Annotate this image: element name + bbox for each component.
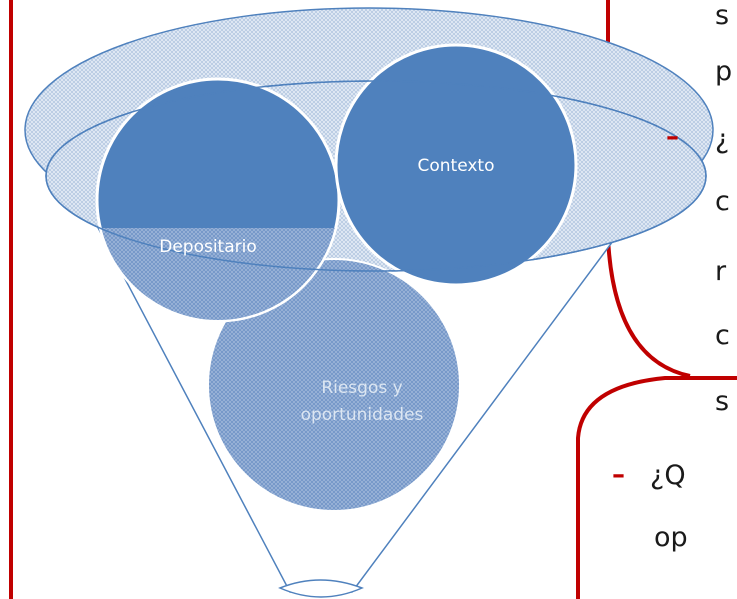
- fragment-c1: c: [715, 186, 730, 217]
- label-depositario: Depositario: [159, 237, 257, 257]
- fragment-s2: s: [715, 386, 730, 417]
- lower-frame: [576, 376, 737, 599]
- fragment-op: op: [654, 522, 688, 553]
- fragment-s1: s: [715, 0, 730, 31]
- upper-frame-corner: [606, 237, 691, 378]
- funnel-tip: [278, 579, 364, 598]
- fragment-question2: ¿Q: [650, 460, 686, 491]
- fragment-r: r: [715, 256, 727, 287]
- fragment-c2: c: [715, 320, 730, 351]
- contexto-circle: [334, 43, 578, 287]
- riesgos-circle: [207, 258, 461, 512]
- label-riesgos-line2: oportunidades: [301, 405, 424, 425]
- label-contexto: Contexto: [418, 156, 495, 176]
- bullet-dash-1: –: [666, 122, 679, 152]
- label-riesgos-line1: Riesgos y: [321, 378, 402, 398]
- depositario-circle-lower: [101, 228, 335, 320]
- funnel-rim-inner-outline: [45, 80, 707, 272]
- fragment-question1: ¿: [715, 124, 730, 155]
- fragment-p: p: [715, 56, 733, 87]
- bullet-dash-2: –: [612, 460, 625, 490]
